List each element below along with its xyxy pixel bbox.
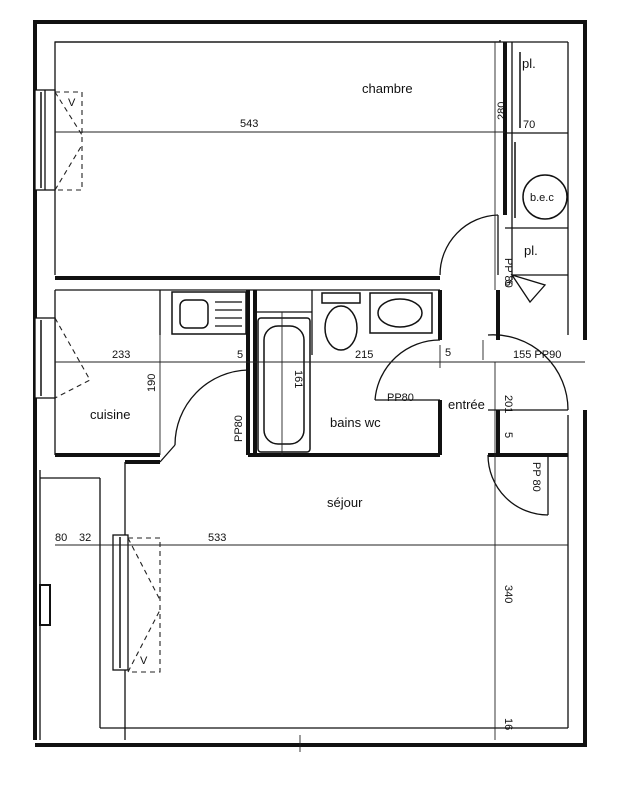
dim-bottom-16: 16 bbox=[502, 718, 514, 730]
wc-cistern bbox=[321, 292, 361, 304]
label-entree: entrée bbox=[448, 397, 485, 412]
dim-kitchen-width: 233 bbox=[112, 349, 130, 361]
dim-sejour-door: PP 80 bbox=[530, 462, 542, 492]
dim-sejour-width: 533 bbox=[208, 532, 226, 544]
dim-wall-5-a: 5 bbox=[237, 349, 243, 361]
boiler bbox=[522, 174, 568, 220]
dim-placard-depth: 70 bbox=[523, 119, 535, 131]
dimension-lines bbox=[55, 42, 585, 752]
fixtures bbox=[171, 52, 568, 453]
kitchen-sink bbox=[171, 291, 247, 335]
dim-left-32: 32 bbox=[79, 532, 91, 544]
label-boiler: b.e.c bbox=[530, 192, 554, 204]
label-placard-mid: pl. bbox=[524, 243, 538, 258]
bathtub bbox=[257, 317, 311, 453]
windows bbox=[34, 89, 129, 671]
window-v-top-label: V bbox=[68, 97, 76, 109]
dim-bath-width: 215 bbox=[355, 349, 373, 361]
kitchen-door-arc bbox=[174, 369, 249, 446]
chambre-door-arc bbox=[439, 214, 499, 276]
entrance-door-arc bbox=[487, 334, 569, 411]
sejour-door-arc bbox=[487, 454, 549, 516]
dim-left-80: 80 bbox=[55, 532, 67, 544]
dim-chambre-width: 543 bbox=[240, 118, 258, 130]
dim-entree-depth: 201 bbox=[502, 395, 514, 413]
window-v-bottom-label: V bbox=[140, 655, 148, 667]
dim-bath-length: 161 bbox=[292, 370, 304, 388]
doors bbox=[159, 214, 569, 516]
dim-chambre-depth: 280 bbox=[496, 102, 508, 120]
label-placard-top: pl. bbox=[522, 56, 536, 71]
label-bains-wc: bains wc bbox=[330, 415, 381, 430]
dimension-texts: 543 280 70 PP 80 5 233 190 5 215 5 161 1… bbox=[55, 102, 561, 731]
dim-wall-5-b: 5 bbox=[445, 347, 451, 359]
dim-small-5-right: 5 bbox=[502, 280, 514, 286]
label-cuisine: cuisine bbox=[90, 407, 130, 422]
dim-kitchen-door: PP80 bbox=[233, 415, 245, 442]
label-sejour: séjour bbox=[327, 495, 363, 510]
wc-bowl bbox=[324, 305, 358, 351]
dim-sejour-depth: 340 bbox=[502, 585, 514, 603]
dim-entree-door: PP80 bbox=[387, 392, 414, 404]
placard-door bbox=[510, 273, 547, 304]
label-chambre: chambre bbox=[362, 81, 413, 96]
dim-entree-pp90: 155 PP90 bbox=[513, 349, 561, 361]
room-labels: chambre cuisine bains wc entrée séjour p… bbox=[90, 56, 554, 510]
washbasin bbox=[369, 292, 433, 334]
entree-door-arc bbox=[374, 339, 441, 401]
dim-pp80-vertical: PP 80 bbox=[502, 258, 514, 288]
window-swings: V V bbox=[54, 91, 161, 673]
dim-wall-5-c: 5 bbox=[502, 432, 514, 438]
dim-kitchen-depth: 190 bbox=[146, 374, 158, 392]
interior-walls bbox=[55, 42, 568, 740]
